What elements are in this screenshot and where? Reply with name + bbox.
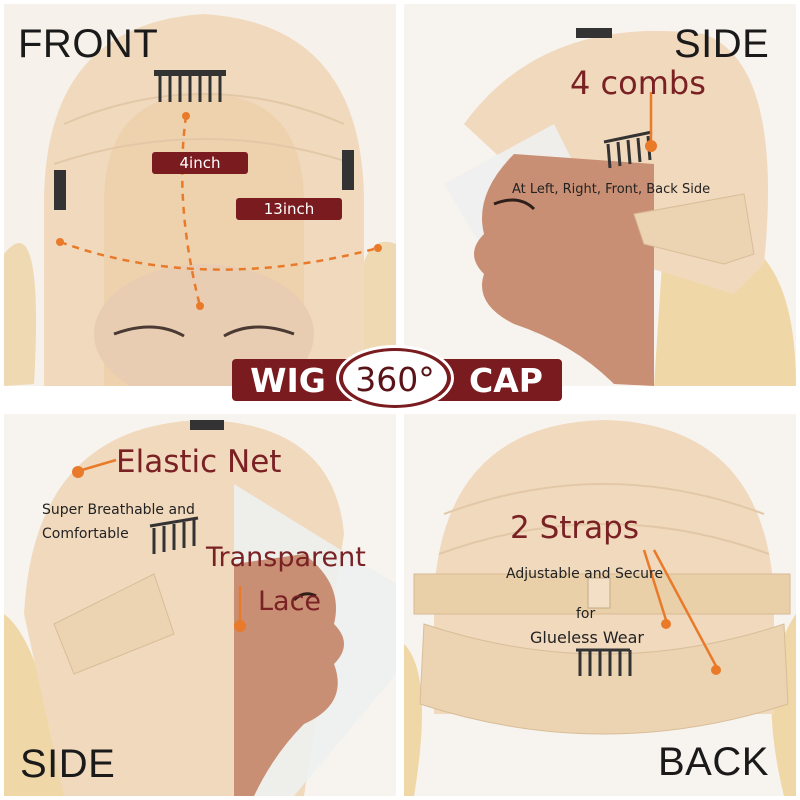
badge-cap-text: CAP: [469, 361, 543, 400]
elastic-desc-line-1: Super Breathable and: [42, 502, 195, 518]
front-panel: FRONT 4inch 13inch: [4, 4, 396, 386]
measure-13inch-badge: 13inch: [236, 198, 342, 220]
elastic-net-title: Elastic Net: [116, 444, 282, 480]
side-top-label: SIDE: [674, 22, 770, 66]
back-panel: 2 Straps Adjustable and Secure for Gluel…: [404, 414, 796, 796]
side-bottom-cap-illustration: [4, 414, 396, 796]
lace-title-line-2: Lace: [258, 586, 322, 617]
measure-4inch-badge: 4inch: [152, 152, 248, 174]
elastic-desc-line-2: Comfortable: [42, 526, 129, 542]
straps-desc-line-1: Adjustable and Secure: [506, 566, 664, 582]
front-label: FRONT: [18, 22, 159, 66]
badge-ring-inner: [343, 351, 447, 405]
combs-description: At Left, Right, Front, Back Side: [512, 182, 711, 197]
badge-wig-text: WIG: [250, 361, 326, 400]
side-bottom-panel: SIDE Elastic Net Super Breathable and Co…: [4, 414, 396, 796]
straps-title: 2 Straps: [510, 510, 639, 546]
side-top-panel: SIDE 4 combs At Left, Right, Front, Back…: [404, 4, 796, 386]
back-label: BACK: [658, 740, 769, 784]
lace-title-line-1: Transparent: [206, 542, 366, 573]
wig-360-cap-badge: WIG 360° CAP: [232, 345, 562, 413]
straps-desc-line-2: for: [576, 606, 596, 622]
side-cap-illustration: [404, 4, 796, 386]
straps-desc-line-3: Glueless Wear: [530, 628, 644, 647]
back-cap-illustration: [404, 414, 796, 796]
badge-360-text: 360°: [355, 360, 435, 399]
combs-title: 4 combs: [570, 64, 706, 102]
side-bottom-label: SIDE: [20, 742, 116, 786]
